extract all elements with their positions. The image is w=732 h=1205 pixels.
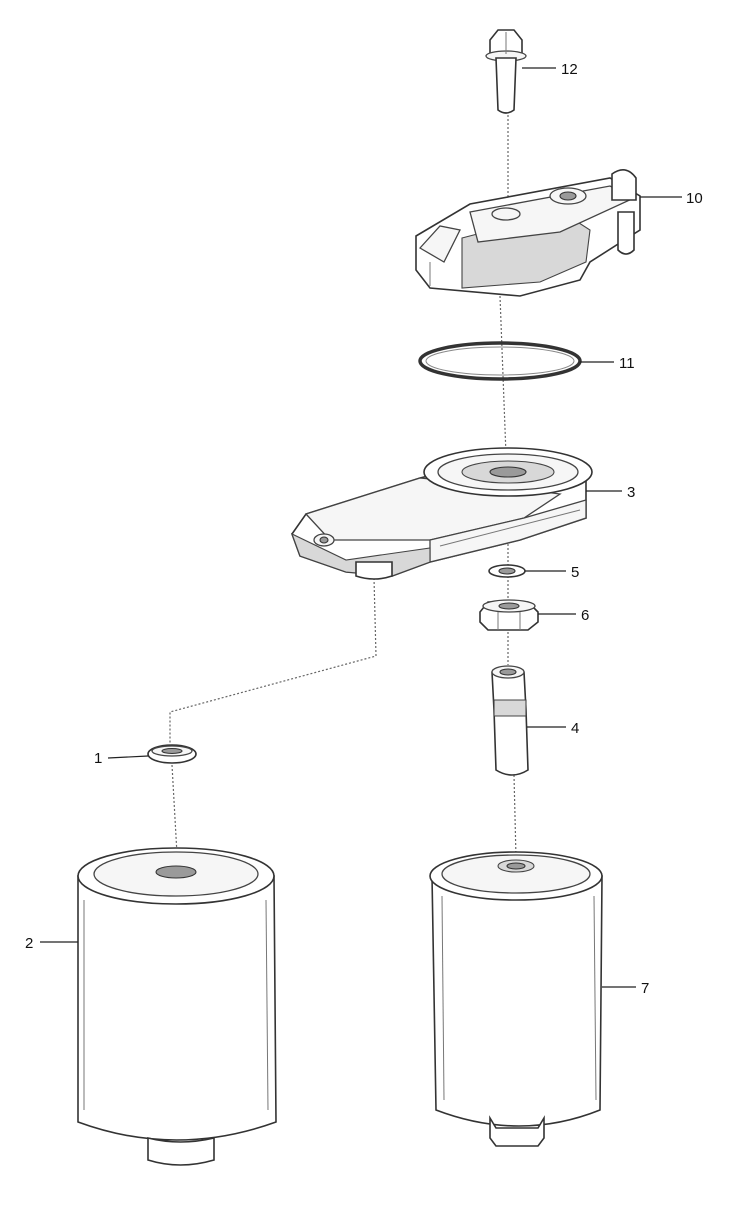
part-6-hex-nut xyxy=(479,599,539,631)
callout-4: 4 xyxy=(571,720,579,737)
leader-1 xyxy=(107,755,149,759)
part-10-filter-head-bracket xyxy=(415,169,641,297)
callout-2: 2 xyxy=(25,935,33,952)
part-5-washer xyxy=(488,564,526,578)
part-4-adapter-sleeve xyxy=(491,665,529,776)
callout-5: 5 xyxy=(571,564,579,581)
callout-1: 1 xyxy=(94,750,102,767)
part-2-filter-cartridge xyxy=(77,847,277,1166)
callout-3: 3 xyxy=(627,484,635,501)
leader-lines xyxy=(40,67,682,988)
part-1-seal xyxy=(147,744,197,764)
callout-11: 11 xyxy=(619,355,635,372)
callout-10: 10 xyxy=(686,190,703,207)
part-11-o-ring xyxy=(418,341,582,381)
callout-6: 6 xyxy=(581,607,589,624)
callout-12: 12 xyxy=(561,61,578,78)
callout-labels: 12 10 11 3 5 6 4 1 2 7 xyxy=(25,61,703,997)
part-3-mounting-base xyxy=(291,447,593,580)
part-12-bolt xyxy=(485,29,527,114)
part-7-filter-cartridge xyxy=(429,851,603,1147)
callout-7: 7 xyxy=(641,980,649,997)
